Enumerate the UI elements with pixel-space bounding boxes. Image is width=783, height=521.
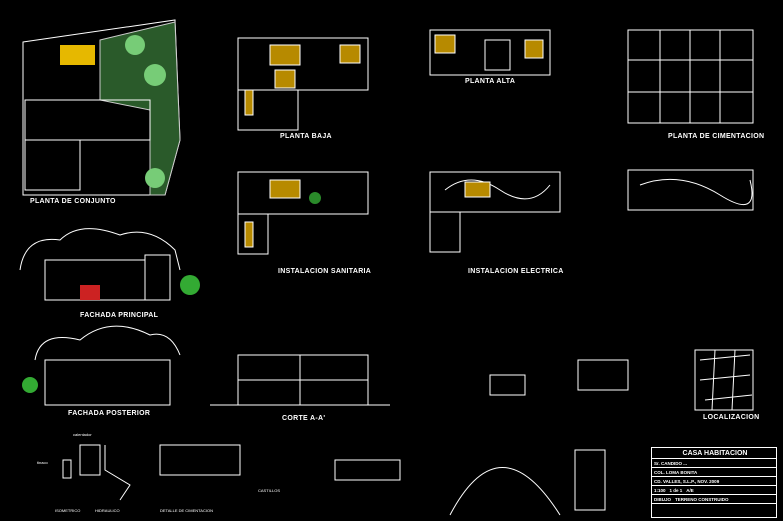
label-sanitary: INSTALACION SANITARIA bbox=[278, 268, 372, 275]
electrical-plan bbox=[429, 169, 754, 253]
isometric-hydraulic bbox=[62, 444, 131, 501]
label-front-facade: FACHADA PRINCIPAL bbox=[80, 312, 159, 319]
ground-floor-plan bbox=[237, 37, 369, 131]
detail-drawings bbox=[159, 359, 629, 516]
section-aa bbox=[210, 354, 390, 406]
title-block: CASA HABITACION Sr. CANDIDO ... COL. LOM… bbox=[651, 447, 777, 518]
title-address: COL. LOMA BONITA bbox=[652, 468, 776, 477]
rear-facade bbox=[22, 325, 181, 406]
title-code: A/E bbox=[686, 487, 694, 493]
label-castillos: CASTILLOS bbox=[258, 488, 281, 493]
label-rear-facade: FACHADA POSTERIOR bbox=[68, 410, 151, 417]
title-project: CASA HABITACION bbox=[652, 448, 776, 459]
title-place-date: CD. VALLES, S.L.P., NOV. 2009 bbox=[652, 477, 776, 486]
location-map bbox=[694, 349, 754, 411]
site-plan-drawing bbox=[22, 19, 181, 196]
sanitary-plan bbox=[237, 171, 369, 255]
label-electrical: INSTALACION ELECTRICA bbox=[468, 268, 564, 275]
label-isometric: ISOMETRICO bbox=[55, 508, 81, 513]
title-area: TERRENO CONSTRUIDO bbox=[675, 496, 729, 502]
label-upper-floor: PLANTA ALTA bbox=[465, 78, 516, 85]
label-ground-floor: PLANTA BAJA bbox=[280, 133, 332, 140]
foundation-plan bbox=[627, 29, 754, 124]
label-tank: tinaco bbox=[37, 460, 48, 465]
upper-floor-plan bbox=[429, 29, 551, 76]
label-heater: calentador bbox=[73, 432, 92, 437]
title-sheet: 1 de 1 bbox=[669, 487, 683, 493]
label-foundation-detail: DETALLE DE CIMENTACION bbox=[160, 508, 213, 513]
label-hydraulic: HIDRAULICO bbox=[95, 508, 120, 513]
front-facade bbox=[19, 228, 200, 301]
label-site-plan: PLANTA DE CONJUNTO bbox=[30, 198, 116, 205]
title-owner: Sr. CANDIDO ... bbox=[652, 459, 776, 468]
title-scale: 1:100 bbox=[654, 487, 666, 493]
title-drawing: DIBUJO bbox=[654, 496, 672, 502]
label-foundation-plan: PLANTA DE CIMENTACION bbox=[668, 133, 765, 140]
label-location: LOCALIZACION bbox=[703, 414, 760, 421]
label-section: CORTE A-A' bbox=[282, 415, 326, 422]
